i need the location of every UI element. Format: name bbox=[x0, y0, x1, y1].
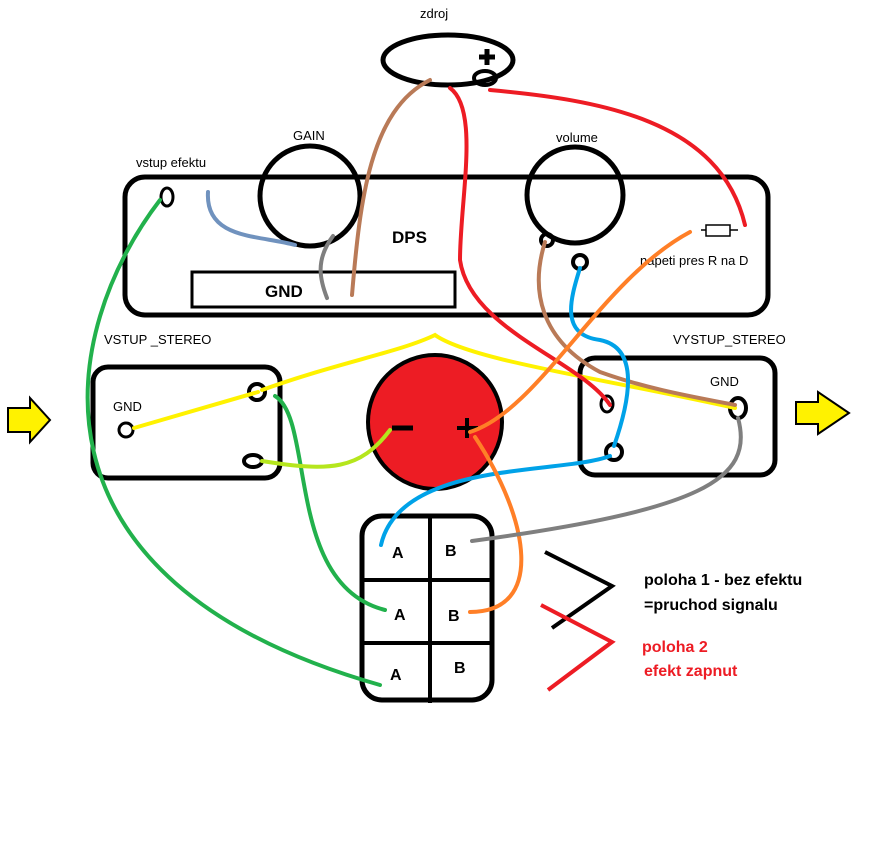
wire-gray-gain bbox=[318, 234, 335, 300]
legend-position1-icon bbox=[544, 550, 616, 630]
effect-input-hole bbox=[159, 186, 175, 208]
output-gnd-label: GND bbox=[710, 374, 739, 389]
power-source-label: zdroj bbox=[420, 6, 448, 21]
volume-label: volume bbox=[556, 130, 598, 145]
legend-position2-line1: poloha 2 bbox=[642, 639, 708, 656]
wire-yellow bbox=[260, 332, 737, 410]
input-stereo-label: VSTUP _STEREO bbox=[104, 332, 211, 347]
output-arrow-icon bbox=[795, 390, 851, 436]
board-label: DPS bbox=[392, 228, 427, 247]
wire-green-input bbox=[273, 394, 387, 612]
dps-board bbox=[122, 174, 771, 318]
input-signal-hole-2 bbox=[242, 453, 264, 469]
wire-orange-resistor bbox=[468, 230, 692, 434]
effect-component bbox=[366, 353, 504, 491]
output-stereo-jack bbox=[577, 355, 778, 478]
output-stereo-label: VYSTUP_STEREO bbox=[673, 332, 786, 347]
legend-position1-line2: =pruchod signalu bbox=[644, 597, 778, 614]
gain-knob bbox=[257, 143, 363, 249]
input-gnd-hole bbox=[117, 421, 135, 439]
switch-b1: B bbox=[445, 543, 457, 560]
switch-a3: A bbox=[390, 667, 402, 684]
wire-red-resistor bbox=[488, 88, 747, 227]
wire-bluegray-gain bbox=[205, 190, 297, 247]
wire-gray-output bbox=[470, 416, 743, 543]
switch: A B A B A B bbox=[359, 513, 495, 703]
input-arrow-icon bbox=[7, 395, 52, 445]
resistor-icon bbox=[701, 224, 738, 237]
wire-lime bbox=[260, 428, 392, 469]
board-gnd-label: GND bbox=[265, 282, 303, 301]
negative-terminal bbox=[472, 69, 498, 87]
input-gnd-label: GND bbox=[113, 399, 142, 414]
wire-brown-volume bbox=[536, 240, 737, 407]
legend-position1-line1: poloha 1 - bez efektu bbox=[644, 572, 802, 589]
gain-label: GAIN bbox=[293, 128, 325, 143]
wire-orange-switch bbox=[468, 435, 524, 614]
wire-blue-volume bbox=[569, 266, 630, 448]
plus-icon bbox=[457, 418, 478, 438]
switch-b2: B bbox=[448, 608, 460, 625]
switch-a2: A bbox=[394, 607, 406, 624]
effect-input-label: vstup efektu bbox=[136, 155, 206, 170]
input-stereo-jack bbox=[90, 364, 283, 481]
output-signal-hole bbox=[599, 394, 615, 414]
plus-terminal-icon bbox=[479, 49, 495, 65]
volume-knob bbox=[524, 144, 626, 246]
wire-brown-source bbox=[350, 78, 432, 297]
legend-position2-line2: efekt zapnut bbox=[644, 663, 738, 680]
switch-b3: B bbox=[454, 660, 466, 677]
board-gnd-bar bbox=[190, 270, 457, 309]
power-source bbox=[380, 32, 516, 88]
wire-red-source bbox=[448, 86, 612, 407]
wire-green-effect bbox=[85, 198, 382, 687]
resistor-note: napeti pres R na D bbox=[640, 253, 748, 268]
legend-position2-icon bbox=[540, 603, 616, 692]
input-signal-hole bbox=[247, 382, 267, 402]
volume-pin bbox=[539, 232, 555, 248]
wire-blue-switch bbox=[379, 454, 612, 547]
wire-yellow-gnd bbox=[132, 390, 260, 430]
switch-a1: A bbox=[392, 545, 404, 562]
